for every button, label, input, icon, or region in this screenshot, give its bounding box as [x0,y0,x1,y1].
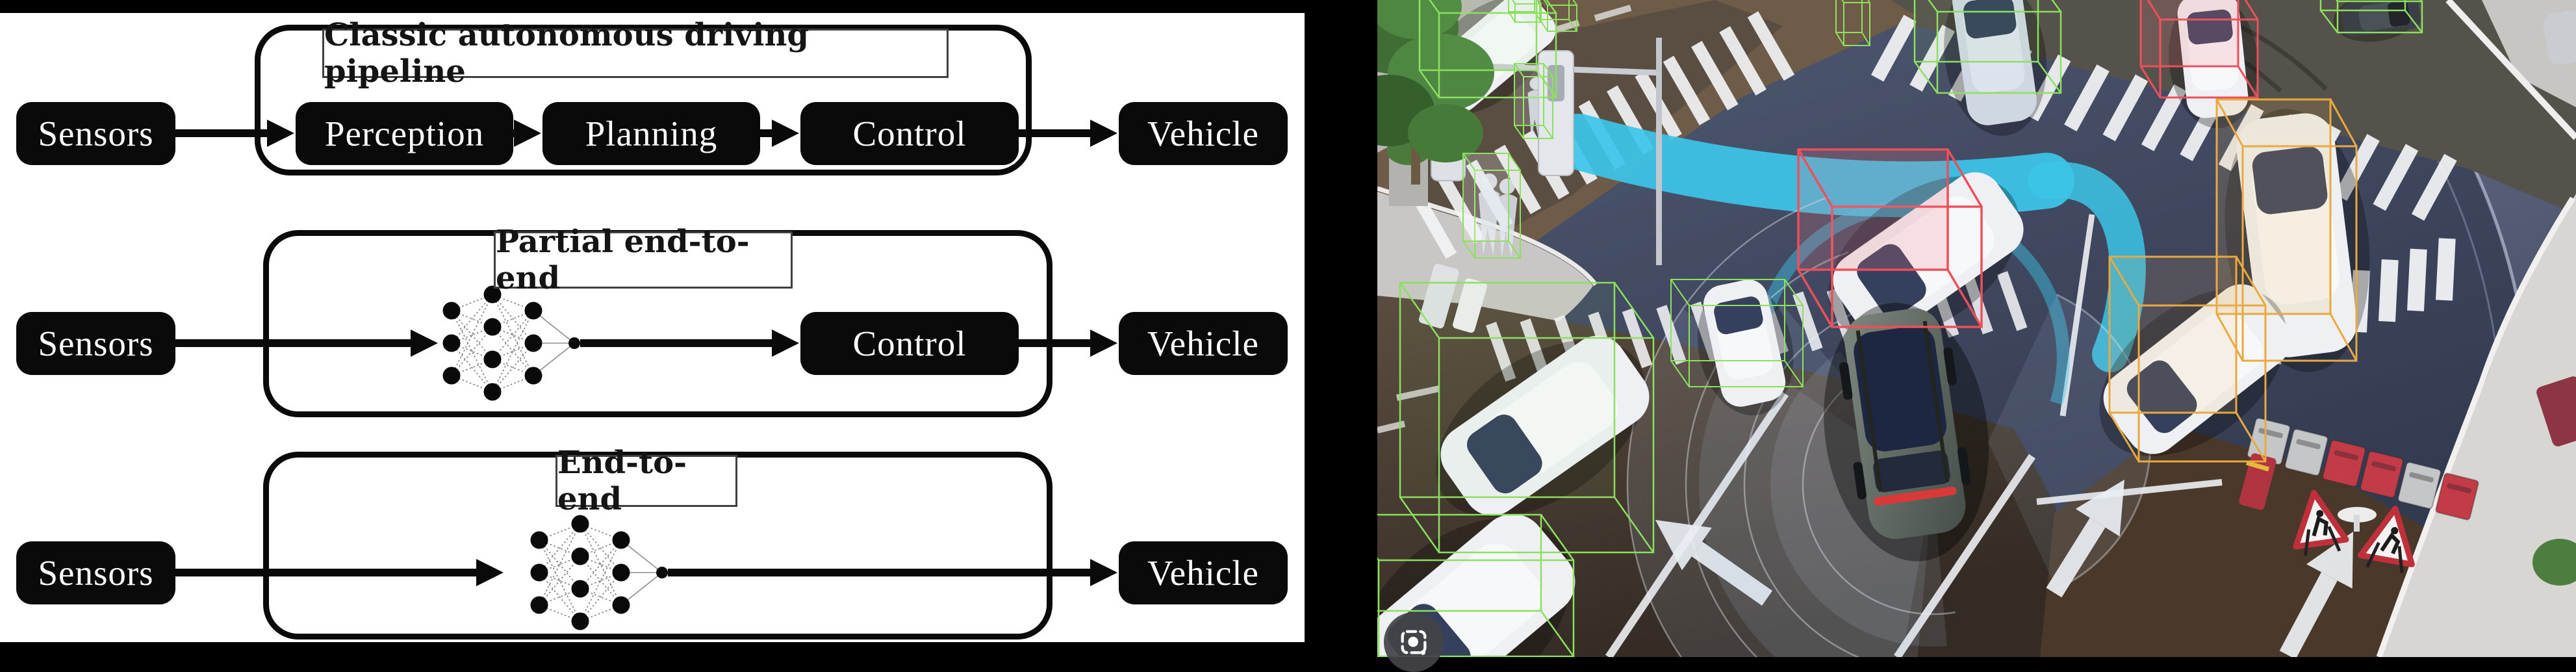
bounding-box-green-blue-hatch [1913,0,2062,94]
node-label: Vehicle [1147,324,1259,363]
car-red-box-top [2168,0,2258,129]
node-label: Vehicle [1147,114,1259,153]
bounding-box-green-suv [1377,513,1575,657]
pipeline-title-classic-label: Classic autonomous driving pipeline [324,17,809,90]
bounding-box-green-sedan [1399,281,1655,554]
lane-line [2036,479,2223,505]
node-label: Vehicle [1147,553,1259,593]
bounding-box-green-pedestrian [1514,63,1553,139]
pipeline-diagram-panel: Classic autonomous driving pipeline Part… [0,13,1305,642]
warning-triangle-sign [2293,489,2349,556]
bounding-box-orange-car [2108,255,2267,463]
autonomous-driving-scene-photo [1377,0,2576,657]
road-arrow-right [2279,532,2353,657]
node-box-control-row1: Control [800,102,1019,165]
node-box-sensors-row1: Sensors [16,102,175,165]
car-red-box-center [1828,172,2024,340]
node-box-planning: Planning [542,102,760,165]
node-label: Control [852,114,967,153]
car-near-crosswalk-green [1697,279,1794,416]
lane-line [2060,214,2095,417]
road-arrow-left [1655,520,1773,606]
flow-arrow [760,120,799,147]
flow-arrow [175,330,438,357]
ego-vehicle [1824,303,1989,562]
neural-network-partial-e2e [442,285,580,401]
pipeline-title-e2e-label: End-to-end [557,445,687,517]
lane-dash [1396,385,1440,401]
bounding-box-red-car-top [2139,0,2259,99]
flow-arrow [175,559,504,586]
crimson-bench [2536,376,2576,446]
bounding-box-green-car-crosswalk [1670,279,1804,387]
pedestrian-pair-a [1478,173,1500,255]
flow-arrow [580,330,799,357]
pipeline-container-e2e [263,452,1052,640]
car-left-sedan-green [1436,335,1650,518]
flow-arrow [1019,120,1117,147]
bounding-box-red-car-center [1797,148,1983,328]
car-blue-hatch-green [1944,0,2047,136]
node-label: Perception [324,114,485,153]
camera-lens-button[interactable] [1384,612,1444,672]
diagram-arrows-and-networks [175,120,1117,630]
pipeline-container-classic [255,25,1032,175]
lane-line [1894,454,2035,657]
node-box-vehicle-row3: Vehicle [1119,541,1288,604]
node-label: Sensors [38,553,154,593]
tree [1377,0,1494,185]
bounding-box-green-pedestrians [1462,153,1521,259]
pipeline-title-classic: Classic autonomous driving pipeline [322,17,949,90]
flow-arrow [175,120,294,147]
planned-path-curl [2028,161,2146,372]
pipeline-title-partial-e2e: Partial end-to-end [494,224,793,296]
node-label: Sensors [38,114,154,153]
camera-lens-icon [1401,630,1427,655]
roadwork-signs [2293,489,2415,574]
curb-right [2376,196,2575,657]
node-box-perception: Perception [296,102,513,165]
neural-network-e2e [530,515,668,630]
bounding-box-green-small-b [1539,0,1577,32]
road-arrow-center [2046,480,2124,598]
bounding-box-green-dark-car [2319,0,2423,34]
node-box-vehicle-row2: Vehicle [1119,312,1288,375]
sidewalk-right [2381,194,2576,657]
flow-arrow [1019,330,1117,357]
road-top-right [1878,0,2576,214]
lane-line [1605,391,1789,657]
node-box-sensors-row2: Sensors [16,312,175,375]
flow-arrow [668,559,1117,586]
node-box-control-row2: Control [800,312,1019,375]
scene-svg [1377,0,2576,657]
node-box-vehicle-row1: Vehicle [1119,102,1288,165]
warning-triangle-sign [2358,506,2415,574]
car-dark-top-right-green [2333,0,2421,42]
pipeline-title-partial-e2e-label: Partial end-to-end [496,224,750,296]
flow-arrow [513,120,541,147]
road-bottom-right-construction [2040,426,2485,657]
curb-top-right [2445,0,2576,140]
bounding-box-green-small-c [1835,0,1870,46]
node-label: Planning [585,114,718,153]
node-label: Sensors [38,324,154,363]
node-box-sensors-row3: Sensors [16,541,175,604]
bush-right [2532,539,2576,586]
pipeline-title-e2e: End-to-end [555,445,737,517]
node-label: Control [852,324,967,363]
road-top-left [1377,0,1917,351]
traffic-barriers [2239,376,2576,521]
lane-dash [1594,5,1632,21]
car-orange-lower [2099,284,2291,456]
